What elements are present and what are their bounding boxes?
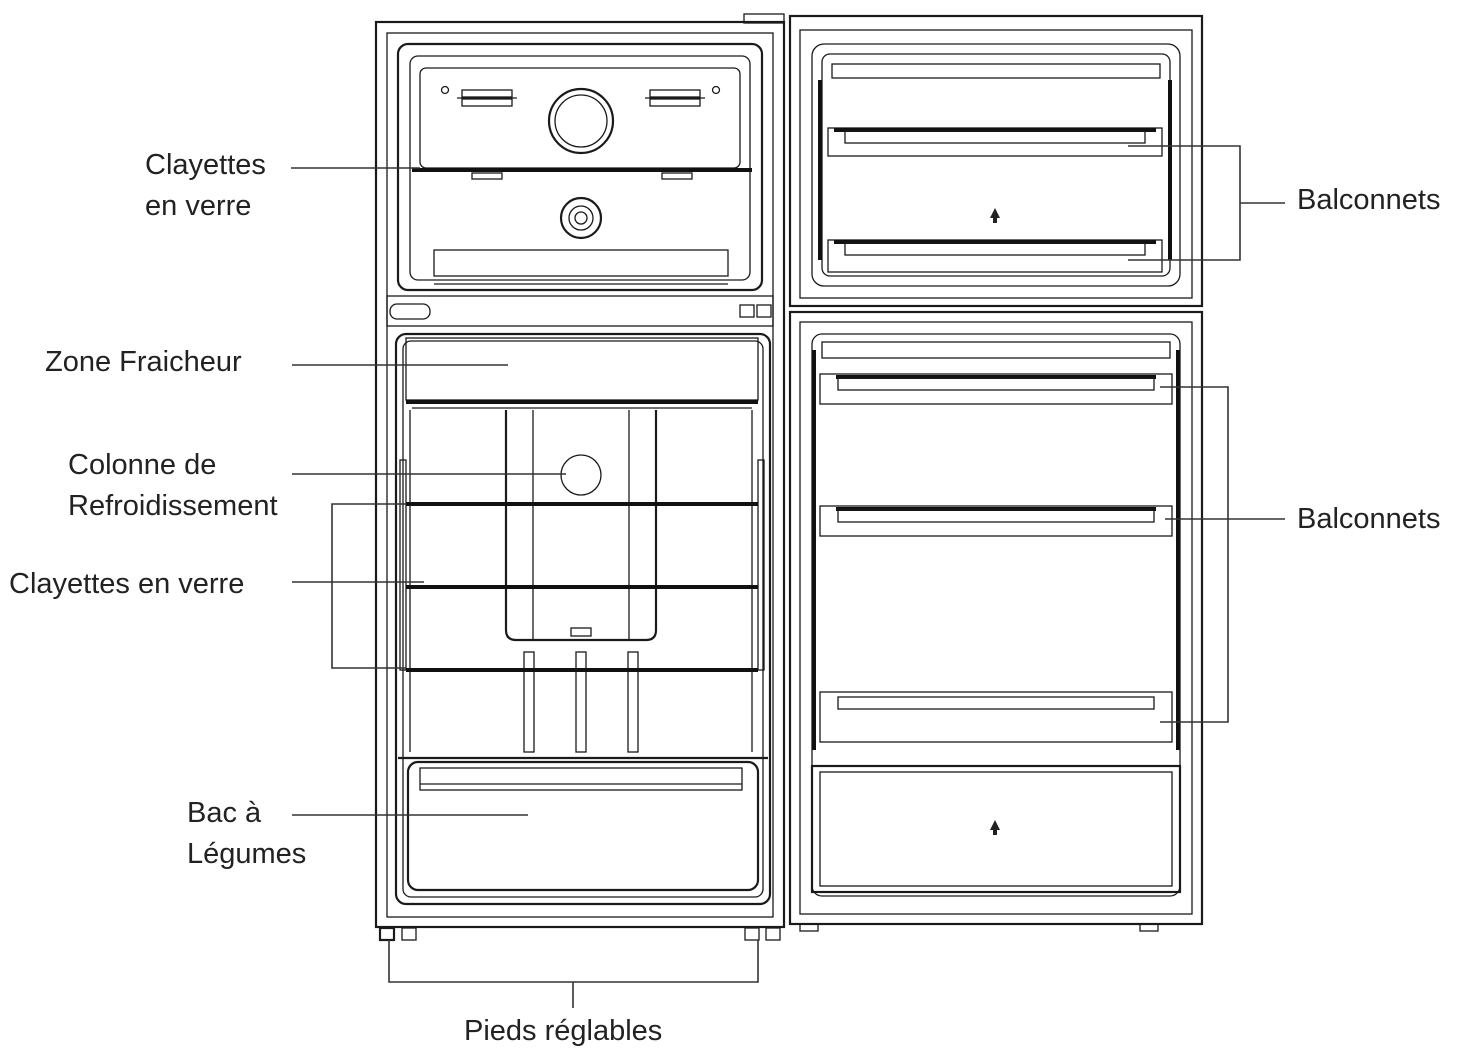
freezer-knob [559, 196, 603, 240]
freezer-fan-cover [547, 87, 615, 155]
label-balconnets-top: Balconnets [1297, 184, 1441, 216]
label-colonne-2: Refroidissement [68, 490, 278, 522]
fridge-compartment [394, 332, 772, 906]
label-bac-2: Légumes [187, 838, 306, 870]
fridge-door-balcony-2 [819, 505, 1173, 537]
label-colonne-1: Colonne de [68, 449, 216, 481]
vent-left [457, 89, 517, 107]
freezer-door-balcony-1 [827, 127, 1163, 157]
freezer-tray [433, 249, 729, 277]
freezer-compartment [396, 42, 764, 292]
leader-lines [291, 145, 1285, 1008]
crisper-zone-drawer [405, 337, 759, 401]
vegetable-bin [398, 756, 768, 892]
label-clayettes-middle: Clayettes en verre [9, 568, 244, 600]
label-pieds: Pieds réglables [464, 1015, 662, 1047]
fridge-door-bottom-bin [810, 764, 1182, 894]
fridge-door-balcony-3 [819, 691, 1173, 743]
fridge-door [788, 310, 1204, 926]
label-balconnets-bottom: Balconnets [1297, 503, 1441, 535]
freezer-door-balcony-2 [827, 239, 1163, 273]
vent-right [645, 89, 705, 107]
label-bac-1: Bac à [187, 797, 262, 829]
cooling-column [504, 410, 658, 753]
fridge-door-balcony-1 [819, 373, 1173, 405]
label-zone-fraicheur: Zone Fraicheur [45, 346, 242, 378]
freezer-door [788, 14, 1204, 308]
label-clayettes-top-1: Clayettes [145, 149, 266, 181]
label-clayettes-top-2: en verre [145, 190, 251, 222]
